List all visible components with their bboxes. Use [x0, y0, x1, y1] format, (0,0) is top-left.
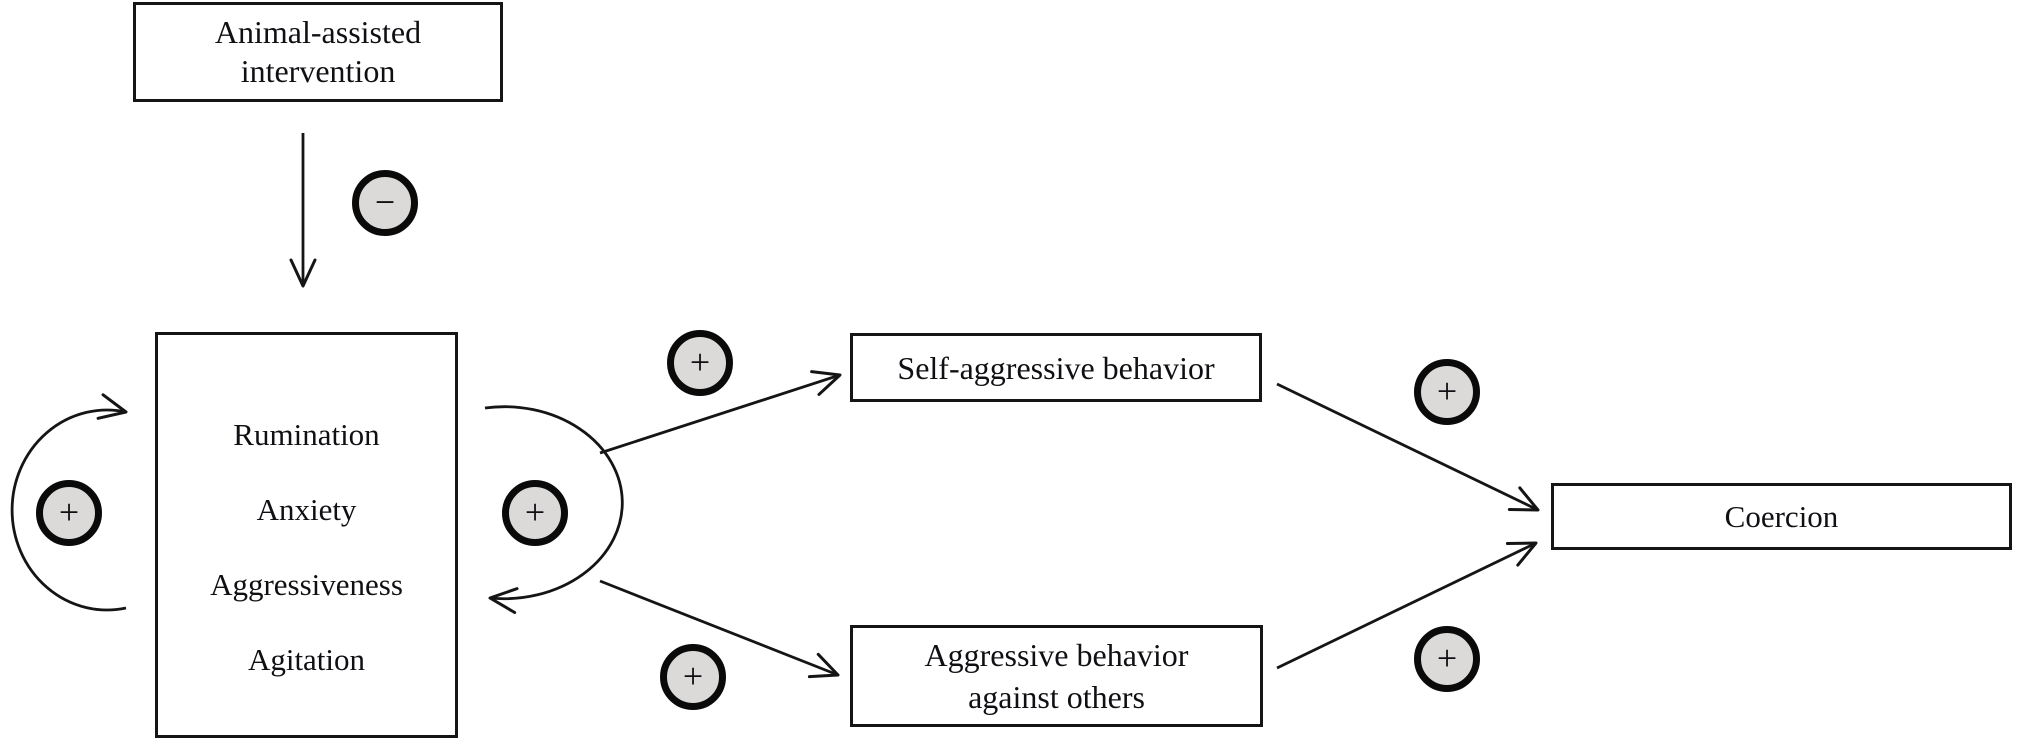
plus-sign-badge-to-self-aggressive: + — [667, 330, 733, 396]
plus-sign-badge-left-loop: + — [36, 480, 102, 546]
node-label-line: Self-aggressive behavior — [897, 349, 1215, 386]
node-aggressive-behavior-against-others: Aggressive behavior against others — [850, 625, 1263, 727]
sign-glyph: + — [524, 492, 546, 532]
sign-glyph: + — [682, 656, 704, 696]
sign-glyph: + — [1436, 371, 1458, 411]
node-label-line: against others — [968, 679, 1145, 715]
symptom-item: Rumination — [233, 416, 380, 452]
node-coercion: Coercion — [1551, 483, 2012, 550]
node-label-line: Coercion — [1724, 499, 1839, 534]
sign-glyph: + — [58, 492, 80, 532]
symptom-item: Agitation — [247, 641, 366, 677]
sign-glyph: − — [374, 182, 396, 222]
arrow-left-self-loop — [10, 393, 128, 612]
symptom-item: Aggressiveness — [210, 566, 403, 602]
node-symptoms: Rumination Anxiety Aggressiveness Agitat… — [155, 332, 458, 738]
arrow-symptoms-to-self-aggressive — [599, 370, 842, 455]
plus-sign-badge-to-aggressive-others: + — [660, 644, 726, 710]
minus-sign-badge: − — [352, 170, 418, 236]
node-label-line: Animal-assisted — [214, 14, 422, 50]
arrow-self-aggressive-to-coercion — [1276, 382, 1540, 512]
node-label-line: Aggressive behavior — [924, 637, 1189, 673]
plus-sign-badge-aggressive-others-to-coercion: + — [1414, 626, 1480, 692]
plus-sign-badge-right-loop: + — [502, 480, 568, 546]
node-self-aggressive-behavior: Self-aggressive behavior — [850, 333, 1262, 402]
symptom-item: Anxiety — [256, 491, 357, 527]
sign-glyph: + — [1436, 638, 1458, 678]
arrow-right-self-loop — [484, 405, 624, 614]
plus-sign-badge-self-aggressive-to-coercion: + — [1414, 359, 1480, 425]
sign-glyph: + — [689, 342, 711, 382]
arrow-symptoms-to-aggressive-others — [599, 579, 840, 679]
node-label-line: intervention — [240, 53, 396, 89]
node-animal-assisted-intervention: Animal-assisted intervention — [133, 2, 503, 102]
arrow-aggressive-others-to-coercion — [1276, 541, 1538, 670]
